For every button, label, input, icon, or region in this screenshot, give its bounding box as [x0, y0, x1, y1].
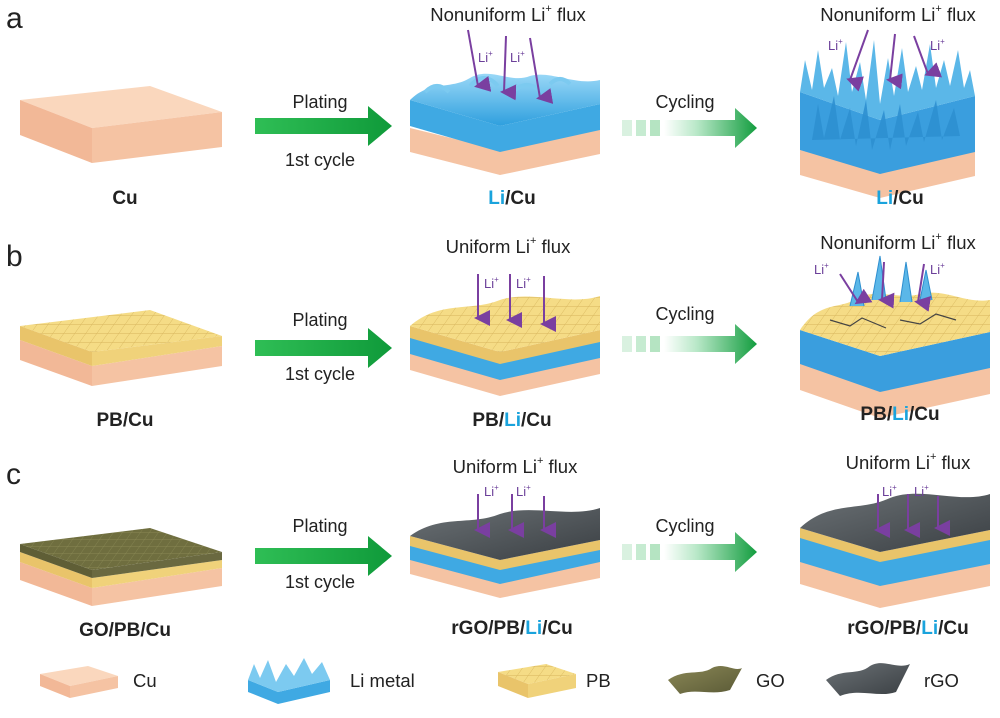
label-rgo-pb-li-cu-cycled: rGO/PB/Li/Cu — [847, 618, 969, 639]
go-pb-cu-slab — [20, 528, 222, 606]
panel-label-a: a — [6, 2, 23, 35]
pb-cu-slab — [20, 310, 222, 386]
legend-rgo-swatch — [826, 663, 910, 696]
row-a — [20, 29, 975, 198]
cracked-pb-block — [800, 255, 990, 418]
legend-label-rgo: rGO — [924, 670, 959, 691]
li-ion-label: Li+ — [882, 483, 897, 499]
cycling-arrow — [622, 324, 757, 364]
label-pb-li-cu: PB/Li/Cu — [472, 410, 552, 431]
panel-label-b: b — [6, 240, 23, 273]
rgo-cycled-block — [800, 493, 990, 608]
first-cycle-label: 1st cycle — [284, 150, 356, 170]
plating-label: Plating — [292, 516, 348, 536]
plating-label: Plating — [292, 92, 348, 112]
plating-arrow — [255, 536, 392, 576]
legend-label-pb: PB — [586, 670, 611, 691]
legend-go-swatch — [668, 666, 742, 694]
legend-label-li-metal: Li metal — [350, 670, 415, 691]
cycling-label: Cycling — [655, 92, 715, 112]
plating-label: Plating — [292, 310, 348, 330]
li-ion-arrow — [529, 37, 554, 104]
li-ion-label: Li+ — [484, 483, 499, 499]
label-rgo-pb-li-cu: rGO/PB/Li/Cu — [451, 618, 573, 639]
li-ion-label: Li+ — [516, 483, 531, 499]
li-ion-label: Li+ — [516, 275, 531, 291]
label-li-cu-cycled: Li/Cu — [876, 188, 924, 209]
plating-arrow — [255, 106, 392, 146]
legend-li-swatch — [248, 658, 330, 704]
li-ion-label: Li+ — [828, 37, 843, 53]
label-cu: Cu — [112, 188, 138, 209]
label-li-cu: Li/Cu — [488, 188, 536, 209]
li-ion-arrow — [846, 29, 869, 92]
li-ion-arrow — [878, 261, 895, 309]
li-ion-arrow — [914, 263, 932, 312]
row-b — [20, 255, 990, 418]
legend-label-cu: Cu — [133, 670, 157, 691]
legend-swatches — [40, 658, 910, 704]
li-ion-label: Li+ — [510, 49, 525, 65]
li-ion-label: Li+ — [478, 49, 493, 65]
li-ion-label: Li+ — [814, 261, 829, 277]
flux-heading: Nonuniform Li+ flux — [430, 3, 586, 25]
li-ion-arrow — [839, 273, 873, 305]
row-c — [20, 493, 990, 608]
legend-label-go: GO — [756, 670, 785, 691]
li-ion-arrow — [913, 35, 943, 78]
li-ion-arrow — [500, 35, 517, 101]
li-ion-arrow — [886, 33, 903, 90]
dendrite-block — [800, 40, 975, 198]
flux-heading: Nonuniform Li+ flux — [820, 231, 976, 253]
flux-heading: Uniform Li+ flux — [845, 451, 971, 473]
pb-li-cu-block — [410, 296, 600, 396]
plating-arrow — [255, 328, 392, 368]
label-go-pb-cu: GO/PB/Cu — [79, 620, 171, 641]
li-ion-label: Li+ — [484, 275, 499, 291]
cu-slab — [20, 86, 222, 163]
flux-heading: Uniform Li+ flux — [452, 455, 578, 477]
flux-heading: Nonuniform Li+ flux — [820, 3, 976, 25]
li-ion-label: Li+ — [930, 261, 945, 277]
cycling-arrow — [622, 532, 757, 572]
rgo-pb-li-cu-block — [410, 508, 600, 598]
li-ion-label: Li+ — [930, 37, 945, 53]
li-ion-label: Li+ — [914, 483, 929, 499]
first-cycle-label: 1st cycle — [284, 364, 356, 384]
first-cycle-label: 1st cycle — [284, 572, 356, 592]
li-ion-arrow — [467, 29, 492, 92]
cycling-label: Cycling — [655, 304, 715, 324]
legend-pb-swatch — [498, 664, 576, 698]
flux-heading: Uniform Li+ flux — [445, 235, 571, 257]
cycling-label: Cycling — [655, 516, 715, 536]
cycling-arrow — [622, 108, 757, 148]
panel-label-c: c — [6, 458, 21, 491]
label-pb-cu: PB/Cu — [96, 410, 154, 431]
legend-cu-swatch — [40, 666, 118, 698]
label-pb-li-cu-cycled: PB/Li/Cu — [860, 404, 940, 425]
